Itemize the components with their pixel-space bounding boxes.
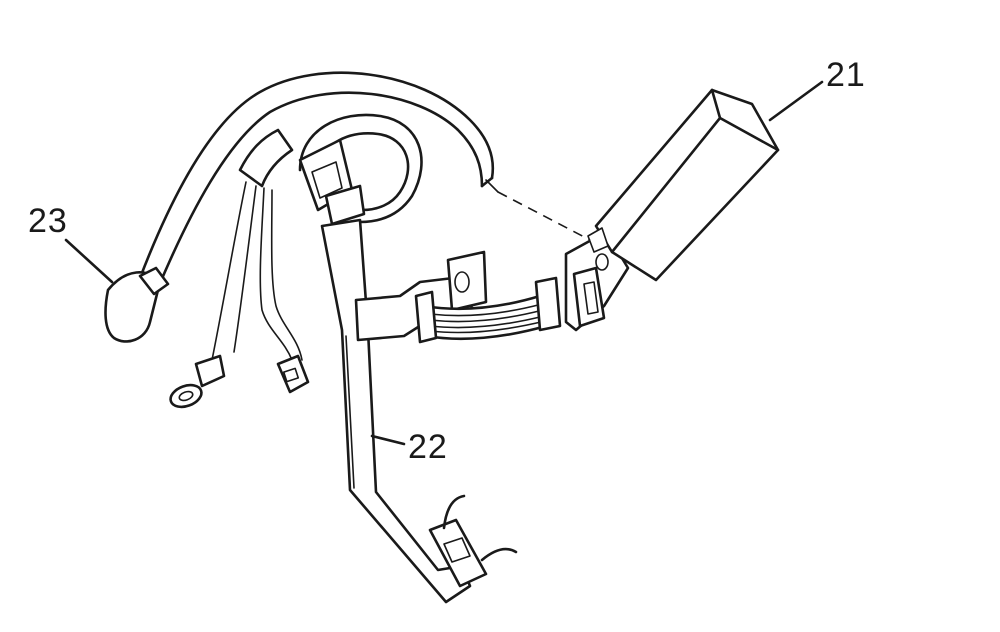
lead-wires [211,181,303,361]
callout-21: 21 [826,56,866,94]
cable-sleeve [238,128,294,188]
spark-plug-cap [104,266,170,343]
ring-terminal [169,354,226,409]
ignition-module [587,88,780,282]
leader-line-21 [768,80,824,122]
assembly-dashed-line [497,191,591,241]
callout-23: 23 [28,202,68,240]
callout-22: 22 [408,428,448,466]
module-bracket [564,230,630,332]
ribbon-cable [414,276,562,344]
leader-line-23 [64,238,114,284]
spade-connector [276,354,310,394]
ignition-cable [138,71,499,290]
leader-line-22 [370,434,406,446]
stator-bracket [298,138,518,604]
